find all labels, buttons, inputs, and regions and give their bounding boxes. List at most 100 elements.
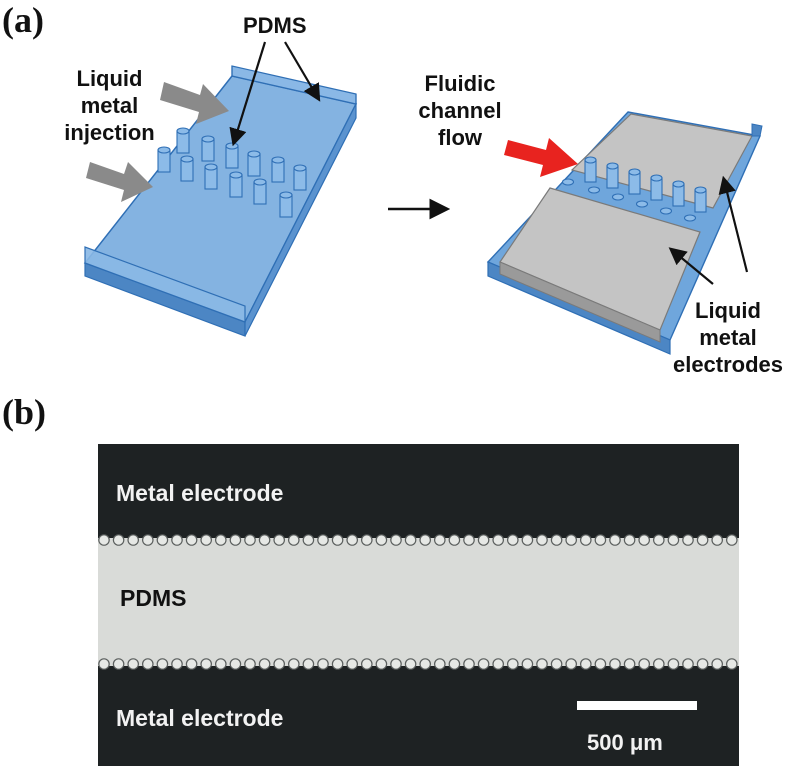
top-edge-pillar [98, 534, 110, 546]
top-edge-pillar [696, 534, 709, 546]
top-edge-pillar [609, 534, 621, 546]
pillar [694, 186, 707, 213]
bottom-edge-pillar [652, 658, 665, 670]
left-chip-side [244, 103, 357, 337]
top-edge-pillar [215, 534, 227, 546]
pillar [253, 178, 267, 205]
top-edge-pillar [477, 534, 490, 546]
pillar [247, 150, 261, 177]
electrodes-label-line-3: electrodes [672, 352, 784, 377]
bottom-edge-pillar [317, 658, 329, 670]
top-edge-pillar [492, 534, 504, 546]
pillar [157, 146, 171, 173]
micrograph: Metal electrode PDMS Metal electrode 500… [98, 444, 739, 766]
top-edge-pillar [521, 534, 534, 546]
bottom-electrode-label: Metal electrode [116, 705, 284, 731]
bottom-edge-pillar [448, 658, 461, 670]
bottom-edge-pillar [229, 658, 242, 670]
injection-label-line-3: injection [64, 120, 155, 145]
metal-region-back [570, 113, 753, 209]
top-edge-pillar [565, 534, 577, 546]
bottom-edge-pillar [404, 658, 417, 670]
top-edge-pillar [404, 534, 417, 546]
bottom-edge-pillar [725, 658, 738, 670]
right-end-cap-back [751, 123, 763, 137]
injection-arrow-upper [160, 82, 229, 124]
channel-pillars [561, 156, 707, 222]
bottom-edge-pillar [346, 658, 358, 670]
pillar [180, 155, 194, 182]
bottom-edge-pillar [141, 658, 154, 670]
pillar [201, 135, 215, 162]
top-edge-pillar [652, 534, 665, 546]
bottom-edge-pillar [492, 658, 504, 670]
pdms-label: PDMS [243, 13, 307, 38]
scale-bar [577, 701, 697, 710]
bottom-edge-pillar [463, 658, 475, 670]
bottom-edge-pillar [331, 658, 344, 670]
pillar [229, 171, 243, 198]
bottom-edge-pillar [185, 658, 198, 670]
bottom-edge-pillar [288, 658, 300, 670]
bottom-edge-pillar [375, 658, 388, 670]
fluidic-label-line-2: channel [418, 98, 502, 123]
flow-arrow [504, 138, 578, 177]
bottom-edge-pillar [98, 658, 110, 670]
top-edge-pillar [579, 534, 592, 546]
pillar [279, 191, 293, 218]
top-edge-pillar [360, 534, 373, 546]
panel-a-diagram [83, 41, 763, 355]
top-edge-pillar [200, 534, 212, 546]
top-edge-pillar [725, 534, 738, 546]
bottom-edge-pillar [609, 658, 621, 670]
injection-label-line-2: metal [80, 93, 139, 118]
injection-label-line-1: Liquid [76, 66, 143, 91]
bottom-edge-pillar [696, 658, 709, 670]
pdms-pillars [157, 127, 307, 218]
top-edge-pillar [229, 534, 242, 546]
bottom-edge-pillar [156, 658, 169, 670]
pillar [584, 156, 597, 183]
channel-label: PDMS [120, 585, 187, 611]
electrodes-label-line-2: metal [699, 325, 757, 350]
top-edge-pillar [273, 534, 285, 546]
electrodes-label-line-1: Liquid [695, 298, 761, 323]
top-edge-pillar [463, 534, 475, 546]
top-edge-pillar [536, 534, 548, 546]
top-edge-pillar [682, 534, 694, 546]
bottom-edge-pillar [667, 658, 680, 670]
pillar [271, 156, 285, 183]
micrograph-image [98, 444, 739, 766]
bottom-edge-pillar [112, 658, 125, 670]
pillar [650, 174, 663, 201]
top-edge-pillar [141, 534, 154, 546]
bottom-edge-pillar [579, 658, 592, 670]
bottom-edge-pillar [506, 658, 519, 670]
bottom-edge-pillar [419, 658, 431, 670]
top-electrode-label: Metal electrode [116, 480, 284, 506]
top-edge-pillar [638, 534, 650, 546]
bottom-edge-pillar [565, 658, 577, 670]
bottom-edge-pillar [521, 658, 534, 670]
bottom-edge-pillar [682, 658, 694, 670]
electrode-pillar-rows [98, 534, 738, 670]
bottom-edge-pillar [623, 658, 636, 670]
top-edge-pillar [390, 534, 402, 546]
pillar [293, 164, 307, 191]
metal-filled-chip [486, 111, 763, 355]
bottom-edge-pillar [711, 658, 723, 670]
bottom-edge-pillar [390, 658, 402, 670]
top-edge-pillar [448, 534, 461, 546]
bottom-edge-pillar [433, 658, 446, 670]
pillar [628, 168, 641, 195]
electrodes-label: Liquid metal electrodes [664, 297, 792, 378]
injection-arrow-lower [86, 162, 153, 202]
bottom-edge-pillar [200, 658, 212, 670]
electrode-pointer-1 [668, 247, 714, 285]
panel-a-label: (a) [2, 0, 44, 40]
bottom-edge-pillar [127, 658, 139, 670]
top-edge-pillar [419, 534, 431, 546]
bottom-edge-pillar [302, 658, 315, 670]
top-edge-pillar [127, 534, 139, 546]
top-edge-pillar [375, 534, 388, 546]
